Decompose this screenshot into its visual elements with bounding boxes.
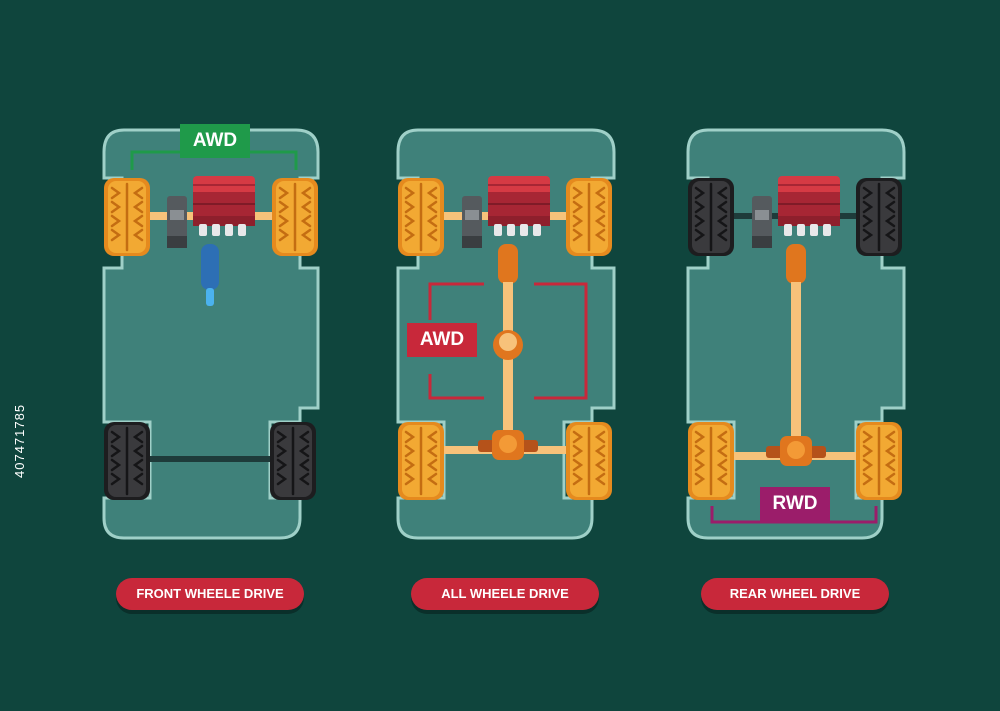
stock-id: 407471785 xyxy=(12,403,27,478)
label-rear-wheel-drive: REAR WHEEL DRIVE xyxy=(701,578,889,610)
label-front-wheel-drive: FRONT WHEELE DRIVE xyxy=(116,578,304,610)
gearbox-icon xyxy=(752,196,772,248)
rear-left-tire-icon xyxy=(686,420,736,502)
awd-bracket xyxy=(428,282,588,400)
rear-left-tire-icon xyxy=(102,420,152,502)
diagram-rear-wheel-drive xyxy=(686,128,906,540)
badge-bracket xyxy=(710,506,878,524)
chassis-outline xyxy=(102,128,320,540)
rear-right-tire-icon xyxy=(854,420,904,502)
badge-awd-all: AWD xyxy=(407,323,477,357)
rear-right-tire-icon xyxy=(268,420,318,502)
exhaust-icon xyxy=(201,244,219,290)
front-left-tire-icon xyxy=(396,176,446,258)
diagram-all-wheel-drive xyxy=(396,128,616,540)
front-right-tire-icon xyxy=(854,176,904,258)
front-right-tire-icon xyxy=(270,176,320,258)
label-all-wheel-drive: ALL WHEELE DRIVE xyxy=(411,578,599,610)
diagram-front-wheel-drive xyxy=(102,128,320,540)
gearbox-icon xyxy=(462,196,482,248)
driveshaft-icon xyxy=(503,282,513,442)
gearbox-icon xyxy=(167,196,187,248)
driveshaft-icon xyxy=(791,282,801,442)
front-left-tire-icon xyxy=(686,176,736,258)
front-right-tire-icon xyxy=(564,176,614,258)
rear-right-tire-icon xyxy=(564,420,614,502)
rear-left-tire-icon xyxy=(396,420,446,502)
badge-rwd-rear: RWD xyxy=(760,487,830,521)
badge-awd-front: AWD xyxy=(180,124,250,158)
rear-axle xyxy=(150,456,270,462)
front-left-tire-icon xyxy=(102,176,152,258)
